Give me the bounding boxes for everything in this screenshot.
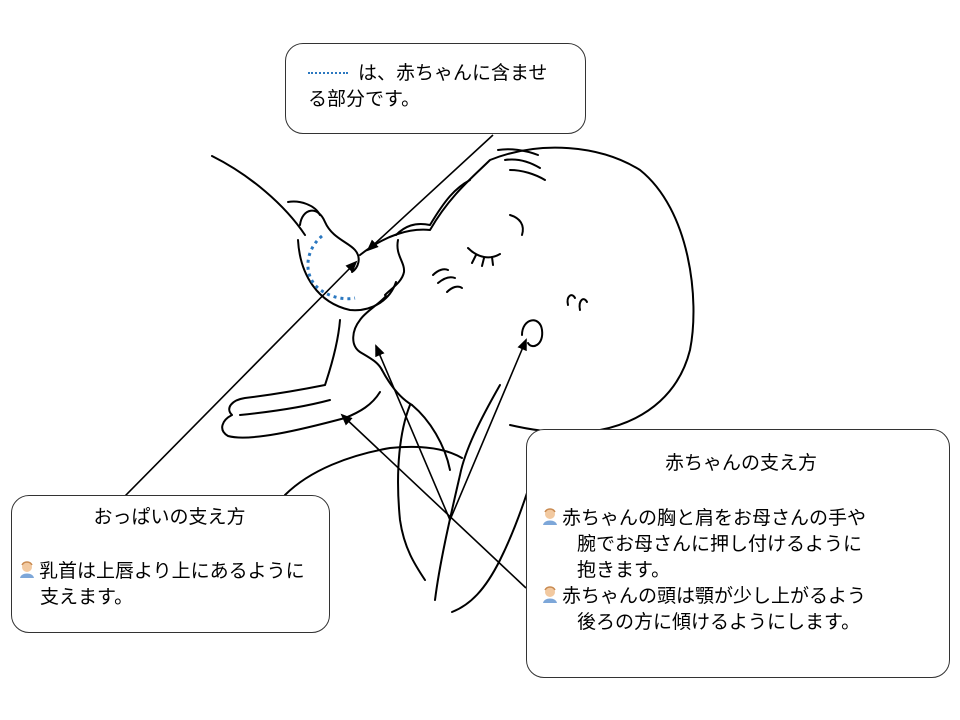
- baby-face-icon: [543, 586, 557, 603]
- hair-curls: [566, 294, 588, 311]
- breast-outline: [211, 155, 306, 236]
- mother-hand: [221, 319, 381, 439]
- finger-line: [239, 399, 331, 416]
- baby-support-item: 赤ちゃんの頭は顎が少し上がるよう: [541, 583, 941, 609]
- breast-top: [287, 200, 321, 216]
- baby-shoulder: [434, 384, 501, 601]
- mother-sleeve: [284, 445, 463, 496]
- breast-support-box: おっぱいの支え方 乳首は上唇より上にあるように 支えます。: [11, 495, 330, 633]
- arrow-to-latch: [366, 134, 494, 252]
- dotted-line-icon: [308, 72, 348, 74]
- baby-support-item-cont: 抱きます。: [577, 559, 671, 581]
- baby-support-title: 赤ちゃんの支え方: [664, 452, 817, 474]
- callout-text: は、赤ちゃんに含ませ: [358, 62, 548, 84]
- baby-mouth: [352, 295, 387, 371]
- baby-nose: [384, 239, 406, 296]
- cheek-marks: [432, 268, 463, 293]
- callout-latch-area: は、赤ちゃんに含ませ る部分です。: [285, 43, 586, 134]
- baby-support-text: 赤ちゃんの胸と肩をお母さんの手や: [562, 507, 867, 529]
- baby-forehead: [395, 179, 471, 236]
- breast-support-title: おっぱいの支え方: [93, 506, 246, 528]
- baby-face-icon: [543, 508, 557, 525]
- baby-support-text: 赤ちゃんの頭は顎が少し上がるよう: [562, 585, 867, 607]
- hair-strands: [497, 148, 546, 181]
- breast-lower: [297, 239, 397, 312]
- arrow-to-shoulder: [340, 413, 527, 589]
- arrow-breast-support: [124, 260, 358, 497]
- callout-line: る部分です。: [308, 88, 421, 110]
- arrow-to-chin: [375, 344, 451, 521]
- baby-support-box: 赤ちゃんの支え方 赤ちゃんの胸と肩をお母さんの手や 腕でお母さんに押し付けるよう…: [526, 429, 950, 678]
- eyebrow: [509, 214, 524, 236]
- baby-eye: [467, 247, 501, 259]
- eyelash: [471, 254, 494, 267]
- mother-arm: [397, 404, 426, 581]
- baby-chin: [381, 369, 413, 406]
- baby-head: [359, 146, 695, 434]
- baby-neck: [411, 404, 451, 471]
- callout-line: は、赤ちゃんに含ませ: [308, 60, 575, 86]
- breast-support-item: 乳首は上唇より上にあるように: [18, 558, 321, 584]
- baby-support-item-cont: 腕でお母さんに押し付けるように: [577, 533, 863, 555]
- baby-support-item-cont: 後ろの方に傾けるようにします。: [577, 611, 861, 633]
- breast-support-item-cont: 支えます。: [40, 586, 134, 608]
- baby-support-item: 赤ちゃんの胸と肩をお母さんの手や: [541, 505, 941, 531]
- breast-support-text: 乳首は上唇より上にあるように: [39, 560, 305, 582]
- baby-face-icon: [20, 561, 34, 578]
- arrow-to-ear: [449, 338, 527, 521]
- nipple: [299, 209, 360, 273]
- baby-ear: [521, 319, 544, 348]
